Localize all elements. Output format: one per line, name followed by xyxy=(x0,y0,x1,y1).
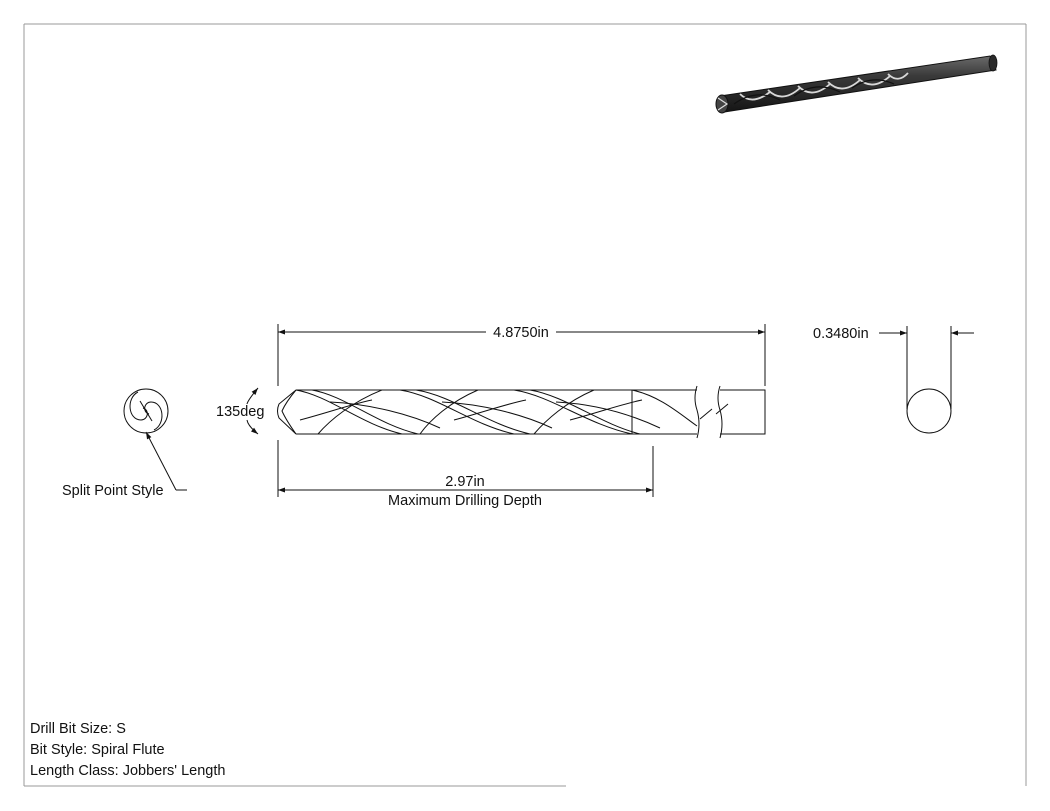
drilling-depth-value: 2.97in xyxy=(445,474,485,490)
diameter-label: 0.3480in xyxy=(813,326,869,342)
overall-length-dimension xyxy=(277,324,766,386)
point-angle-label: 135deg xyxy=(216,404,264,420)
overall-length-label: 4.8750in xyxy=(493,325,549,341)
sheet-border xyxy=(23,23,1027,787)
split-point-end-view xyxy=(123,388,169,434)
split-point-leader xyxy=(145,431,187,491)
drill-side-view xyxy=(277,385,766,439)
diameter-dimension xyxy=(879,326,974,409)
spec-drill-bit-size: Drill Bit Size: S xyxy=(30,721,126,737)
spec-bit-style: Bit Style: Spiral Flute xyxy=(30,742,165,758)
diameter-end-view xyxy=(906,388,952,434)
drill-isometric-render xyxy=(715,54,998,114)
drilling-depth-dimension xyxy=(277,440,654,497)
drilling-depth-caption: Maximum Drilling Depth xyxy=(388,493,542,509)
spec-length-class: Length Class: Jobbers' Length xyxy=(30,763,226,779)
split-point-label: Split Point Style xyxy=(62,483,164,499)
point-angle-dimension xyxy=(246,387,259,435)
